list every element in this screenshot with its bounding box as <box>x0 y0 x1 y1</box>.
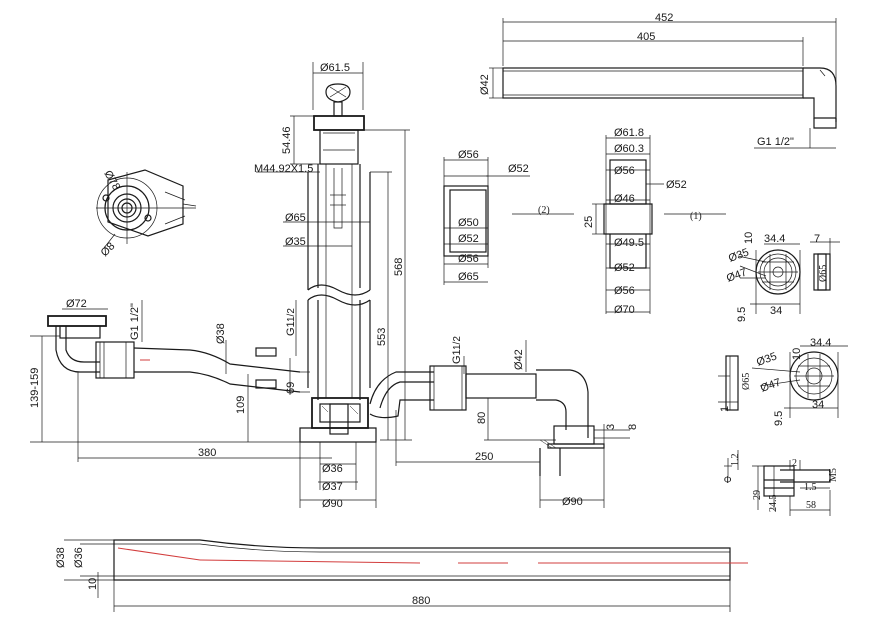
dim-34-4-g2: 34.4 <box>810 337 831 349</box>
dim-25: 25 <box>583 216 595 228</box>
label-g1-right: G1 <box>451 349 463 364</box>
dim-10-g2: 10 <box>791 348 803 360</box>
dim-d36-bottom: Ø36 <box>73 547 85 568</box>
dim-d36: Ø36 <box>322 463 343 475</box>
dim-2: 2 <box>792 458 797 469</box>
dim-d8: Ø8 <box>99 240 118 259</box>
dim-d42-top: Ø42 <box>479 74 491 95</box>
dim-54-46: 54.46 <box>281 126 293 154</box>
dim-m44: M44.92X1.5 <box>254 163 313 175</box>
overflow-column: Ø61.5 54.46 M44.92X1.5 Ø65 Ø35 568 553 Ø… <box>254 62 412 510</box>
dim-d52-f2: Ø52 <box>458 233 479 245</box>
dim-d35-g1: Ø35 <box>727 246 751 264</box>
dim-d47-g2: Ø47 <box>759 376 783 394</box>
dim-380: 380 <box>198 447 216 459</box>
dim-34-4-g1: 34.4 <box>764 233 785 245</box>
flange-top-view: Ø78 Ø8 <box>96 169 197 259</box>
dim-d65-f2: Ø65 <box>458 271 479 283</box>
dim-3: 3 <box>605 424 617 430</box>
dim-d65-g1: Ø65 <box>818 265 829 282</box>
dim-m5: M5 <box>828 468 839 482</box>
dim-10-g1: 10 <box>743 232 755 244</box>
dim-d90-right: Ø90 <box>562 496 583 508</box>
grate-detail-1: Ø35 34.4 7 10 Ø47 Ø65 9.5 34 <box>725 232 840 322</box>
label-g112-left: G1 1/2" <box>129 303 141 340</box>
dim-d35-g2: Ø35 <box>755 350 779 368</box>
dim-d65-g2: Ø65 <box>741 373 752 390</box>
dim-d49-5: Ø49.5 <box>614 237 644 249</box>
grate-detail-2: Ø35 34.4 10 Ø65 Ø47 1 9.5 34 <box>718 337 848 426</box>
dim-1-2: 1.2 <box>730 454 741 467</box>
dim-d70: Ø70 <box>614 304 635 316</box>
long-pipe-elbow: 452 405 Ø42 G1 1/2" <box>479 12 837 149</box>
label-g1-left: G1 <box>285 321 297 336</box>
label-half-right: 1/2 <box>452 336 463 350</box>
dim-d38-bottom: Ø38 <box>55 547 67 568</box>
dim-250: 250 <box>475 451 493 463</box>
dim-d38-left: Ø38 <box>215 323 227 344</box>
dim-d35-col: Ø35 <box>285 236 306 248</box>
dim-d61-5: Ø61.5 <box>320 62 350 74</box>
dim-80: 80 <box>476 412 488 424</box>
dim-d60-3: Ø60.3 <box>614 143 644 155</box>
dim-d52-f2-top: Ø52 <box>508 163 529 175</box>
fitting-2: Ø56 Ø52 Ø50 Ø52 Ø56 Ø65 (2) <box>443 149 574 285</box>
dim-d56-f1: Ø56 <box>614 165 635 177</box>
dim-34-g2: 34 <box>812 399 824 411</box>
dim-d46: Ø46 <box>614 193 635 205</box>
dim-d65-col: Ø65 <box>285 212 306 224</box>
dim-880: 880 <box>412 595 430 607</box>
dim-139-159: 139-159 <box>29 368 41 408</box>
dim-405: 405 <box>637 31 655 43</box>
dim-d78: Ø78 <box>101 169 122 193</box>
dim-7: 7 <box>814 233 820 245</box>
dim-10-bottom: 10 <box>87 578 99 590</box>
screw-detail: Φ 1.2 M5 2 1.5 29 24.5 58 <box>724 450 839 516</box>
dim-d72: Ø72 <box>66 298 87 310</box>
dim-58: 58 <box>806 500 816 511</box>
dim-d47-g1: Ø47 <box>725 266 749 284</box>
ref-1: (1) <box>690 211 702 222</box>
waste-outlet-left: Ø72 G1 1/2" Ø38 G1 1/2 139-159 109 69 38… <box>29 298 332 462</box>
bottom-long-pipe: Ø38 Ø36 10 880 <box>55 539 748 612</box>
dim-9-5-g1: 9.5 <box>736 307 748 322</box>
dim-d52-f1: Ø52 <box>614 262 635 274</box>
dim-d37: Ø37 <box>322 481 343 493</box>
dim-d56-f2-b: Ø56 <box>458 253 479 265</box>
dim-9-5-g2: 9.5 <box>773 411 785 426</box>
dim-d61-8: Ø61.8 <box>614 127 644 139</box>
dim-29: 29 <box>752 490 763 500</box>
label-g112-top: G1 1/2" <box>757 136 794 148</box>
dim-d52-f1-top: Ø52 <box>666 179 687 191</box>
label-half-left: 1/2 <box>286 308 297 322</box>
dim-d50: Ø50 <box>458 217 479 229</box>
dim-24-5: 24.5 <box>768 495 779 513</box>
dim-553: 553 <box>376 328 388 346</box>
dim-d90-col: Ø90 <box>322 498 343 510</box>
dim-452: 452 <box>655 12 673 24</box>
dim-568: 568 <box>393 258 405 276</box>
dim-34-g1: 34 <box>770 305 782 317</box>
label-phi: Φ <box>724 475 731 486</box>
dim-d56-f2: Ø56 <box>458 149 479 161</box>
dim-69: 69 <box>285 382 297 394</box>
ref-2: (2) <box>538 205 550 216</box>
outlet-pipe-right: G1 1/2 Ø42 80 250 3 8 Ø90 <box>369 336 639 508</box>
fitting-1: Ø61.8 Ø60.3 Ø56 Ø52 Ø46 25 Ø49.5 Ø52 Ø56… <box>583 127 726 316</box>
dim-109: 109 <box>235 396 247 414</box>
dim-d56-f1-b: Ø56 <box>614 285 635 297</box>
dim-d42-right: Ø42 <box>513 349 525 370</box>
dim-1-5: 1.5 <box>804 482 817 493</box>
dim-8: 8 <box>627 424 639 430</box>
dim-1: 1 <box>719 406 731 412</box>
